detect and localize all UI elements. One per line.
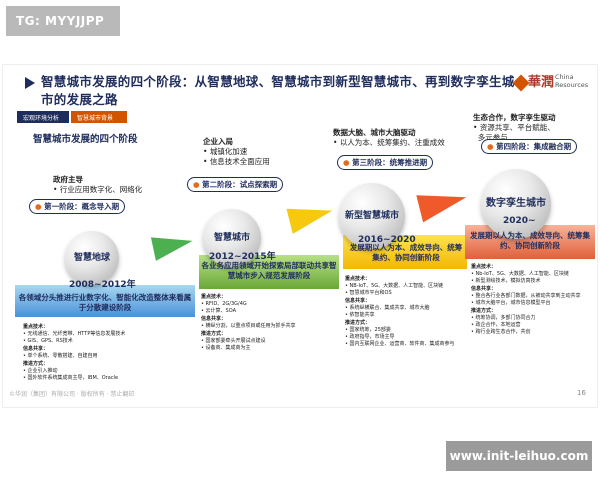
stage4-years: 2020~ [503,216,536,226]
stage3-years: 2016~2020 [358,235,416,245]
detail-item: • Nb-IoT、5G、大数据、人工智能、区块链 [471,271,569,277]
detail-item: • 单个系统、零散搭建、自建自用 [23,353,98,359]
detail-item: • 统筹协调，多部门协同合力 [471,315,536,321]
stage1-tag: ● 第一阶段：概念导入期 [29,199,126,214]
detail-heading: 推进方式： [471,308,497,314]
detail-item: • 政府指导，市场主导 [345,334,395,340]
detail-item: • 横纵分割，以重点项目或任用为抓手共享 [201,323,296,329]
stage2-tag: ● 第二阶段：试点探索期 [187,177,284,192]
detail-heading: 信息共享： [23,346,49,352]
driver-head: 数据大脑、城市大脑驱动 [333,128,416,137]
section-subtitle: 智慧城市发展的四个阶段 [33,134,138,145]
stage4-tag: ● 第四阶段：集成融合期 [481,139,578,154]
stage1-drivers: 政府主导 • 行业应用数字化、网络化 [53,175,142,195]
watermark-bottom: www.init-leihuo.com [446,441,592,471]
slide-footer: ©华润（集团）有限公司 · 版权所有 · 禁止翻印 [9,391,135,398]
logo-chinese: 華潤 [528,75,555,90]
detail-item: • 政企合作，本地运营 [471,322,521,328]
arrow-icon [286,198,336,234]
stage3-band-text: 发展期以人为本、成效导向、统筹集约、协同创新阶段 [349,243,463,262]
driver-item: • 以人为本、统筹集约、注重成效 [333,138,445,147]
detail-heading: 推进方式： [345,320,371,326]
detail-item: • 企业引入推动 [23,368,58,374]
detail-heading: 信息共享： [345,298,371,304]
watermark-top: TG: MYYJJPP [6,6,120,36]
detail-heading: 重点技术： [201,294,227,300]
detail-item: • 城市大脑平台，城市信息模型平台 [471,300,551,306]
detail-heading: 信息共享： [201,316,227,322]
detail-item: • 设备商、集成商为主 [201,345,251,351]
arrow-icon [150,229,196,261]
breadcrumb-item-1: 宏观环境分析 [17,111,69,123]
detail-item: • 新型测绘技术，模拟仿真技术 [471,278,541,284]
stage1-years: 2008~2012年 [69,280,136,290]
detail-item: • 系统纵横联合、集成共享、城市大脑 [345,305,430,311]
driver-head: 政府主导 [53,175,83,184]
slide: 智慧城市发展的四个阶段：从智慧地球、智慧城市到新型智慧城市、再到数字孪生城市的发… [2,64,598,408]
detail-heading: 推进方式： [23,361,49,367]
driver-item: • 城镇化加速 [203,147,248,156]
title-triangle-icon [25,77,35,89]
detail-heading: 信息共享： [471,286,497,292]
stage1-sphere: 智慧地球 [65,231,119,285]
stage4-band-text: 发展期以人为本、成效导向、统筹集约、协同创新阶段 [470,231,590,250]
detail-item: • 国外软件系统集成商主导，IBM、Oracle [23,375,119,381]
driver-head: 企业入局 [203,137,233,146]
detail-item: • GIS、GPS、RS技术 [23,338,73,344]
stage3-detail: 重点技术： • NB-IoT、5G、大数据、人工智能、区块链 • 智慧城市平台和… [345,275,463,348]
detail-item: • 云计算、SOA [201,308,236,314]
detail-heading: 重点技术： [345,276,371,282]
detail-item: • 整合各行业各部门数据，从被动共享到主动共享 [471,293,581,299]
stage1-band [15,285,195,317]
detail-item: • NB-IoT、5G、大数据、人工智能、区块链 [345,283,444,289]
detail-item: • 依智能共享 [345,312,375,318]
detail-item: • 跨行业跨生态合作，共创 [471,329,531,335]
stage2-detail: 重点技术： • RFID、2G/3G/4G • 云计算、SOA 信息共享： • … [201,293,337,352]
stage4-detail: 重点技术： • Nb-IoT、5G、大数据、人工智能、区块链 • 新型测绘技术，… [471,263,595,336]
breadcrumb-item-2: 智慧城市背景 [71,111,127,123]
driver-item: 多元参与 [477,133,508,142]
detail-heading: 推进方式： [201,331,227,337]
logo-english: China Resources [555,73,589,89]
stage3-sphere: 新型智慧城市 [339,183,405,249]
driver-head: 生态合作，数字孪生驱动 [473,113,556,122]
page-number: 16 [577,389,586,397]
stage3-drivers: 数据大脑、城市大脑驱动 • 以人为本、统筹集约、注重成效 [333,128,445,148]
driver-item: • 行业应用数字化、网络化 [53,185,143,194]
stage2-years: 2012~2015年 [209,252,276,262]
arrow-icon [416,183,470,223]
detail-heading: 重点技术： [23,324,49,330]
stage4-sphere: 数字孪生城市 [481,169,551,239]
slide-title: 智慧城市发展的四个阶段：从智慧地球、智慧城市到新型智慧城市、再到数字孪生城市的发… [41,74,515,107]
stage2-drivers: 企业入局 • 城镇化加速 • 信息技术全面应用 [203,137,270,167]
detail-item: • 无线通信、光纤宽带、HTTP等信息发展技术 [23,331,126,337]
stage1-detail: 重点技术： • 无线通信、光纤宽带、HTTP等信息发展技术 • GIS、GPS、… [23,323,193,382]
detail-heading: 重点技术： [471,264,497,270]
detail-item: • 国家统筹，25部委 [345,327,391,333]
stage1-band-text: 各领域分头推进行业数字化、智能化改造整体来看属于分散建设阶段 [18,293,192,312]
stage4-drivers: 生态合作，数字孪生驱动 • 资源共享、平台赋能、 多元参与 [473,113,556,143]
driver-item: • 资源共享、平台赋能、 [473,123,555,132]
stage3-tag: ● 第三阶段：统筹推进期 [337,155,434,170]
driver-item: • 信息技术全面应用 [203,157,270,166]
stage2-sphere: 智慧城市 [203,209,261,267]
detail-item: • RFID、2G/3G/4G [201,301,247,307]
detail-item: • 智慧城市平台和OS [345,290,392,296]
detail-item: • 国内互联网企业、运营商、软件商、集成商参与 [345,341,455,347]
stage2-band-text: 各业务应用领域开始探索局部联动共享智慧城市步入规范发展阶段 [201,261,337,280]
detail-item: • 国家部委牵头开展试点建设 [201,338,266,344]
